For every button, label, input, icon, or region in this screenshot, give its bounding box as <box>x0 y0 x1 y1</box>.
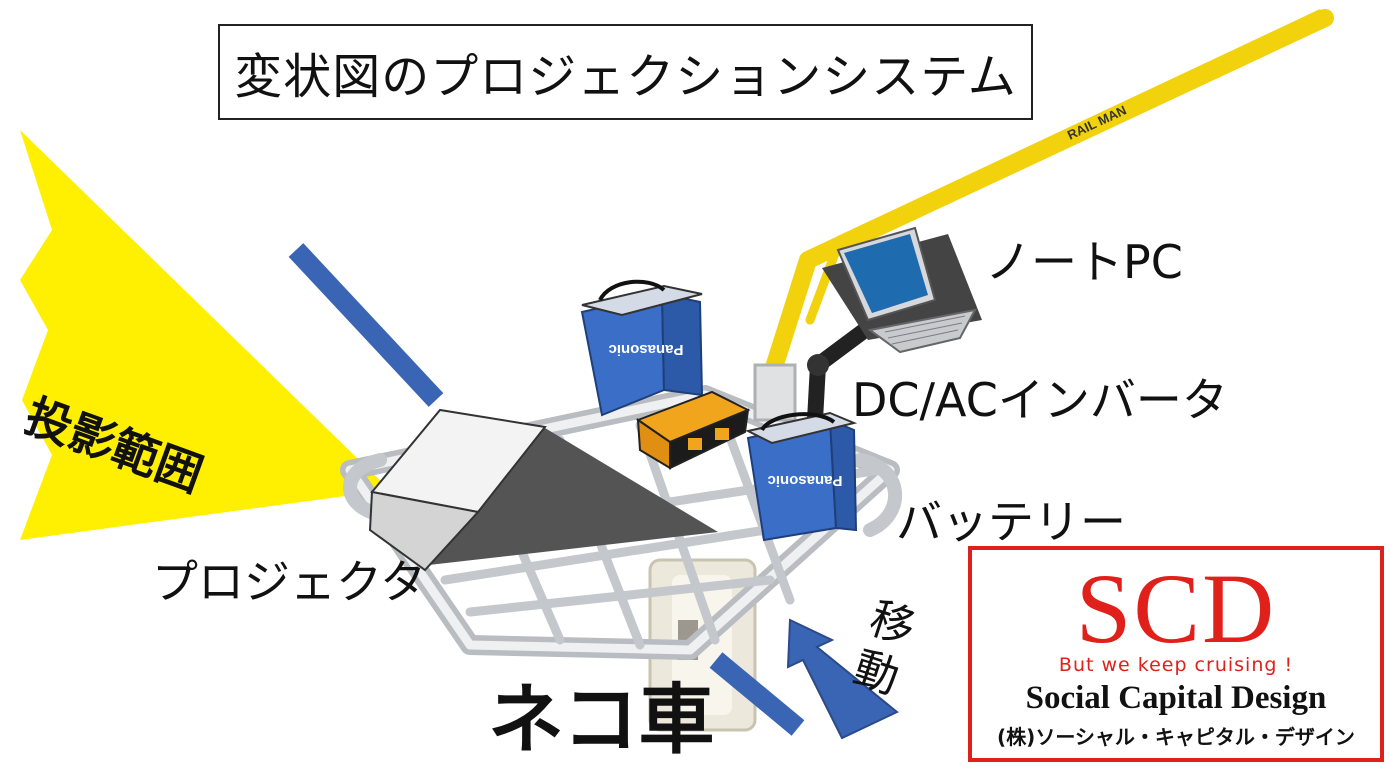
movement-arrow <box>786 618 899 740</box>
battery-front: Panasonic <box>745 411 858 542</box>
dc-ac-inverter <box>635 390 751 470</box>
projector <box>368 408 718 572</box>
logo-company-name: Social Capital Design <box>1025 680 1327 716</box>
laptop-arm <box>807 322 873 428</box>
battery-label: バッテリー <box>896 495 1126 549</box>
yellow-pole <box>753 9 1334 422</box>
battery-back-brand: Panasonic <box>608 341 683 358</box>
page-title: 変状図のプロジェクションシステム <box>218 24 1033 120</box>
battery-front-brand: Panasonic <box>767 472 842 489</box>
cart-label: ネコ車 <box>488 675 715 764</box>
projector-label: プロジェクタ <box>152 555 427 609</box>
logo-mark: SCD <box>1075 553 1277 664</box>
logo-tagline: But we keep cruising ! <box>1058 654 1294 676</box>
laptop <box>822 226 982 354</box>
battery-back: Panasonic <box>580 279 704 417</box>
scd-logo: SCD But we keep cruising ! Social Capita… <box>968 546 1384 762</box>
logo-japanese-name: (株)ソーシャル・キャピタル・デザイン <box>997 725 1355 749</box>
laptop-label: ノートPC <box>985 235 1183 289</box>
inverter-label: DC/ACインバータ <box>852 373 1228 427</box>
rail-lines <box>288 243 805 736</box>
projection-beam <box>20 130 390 540</box>
